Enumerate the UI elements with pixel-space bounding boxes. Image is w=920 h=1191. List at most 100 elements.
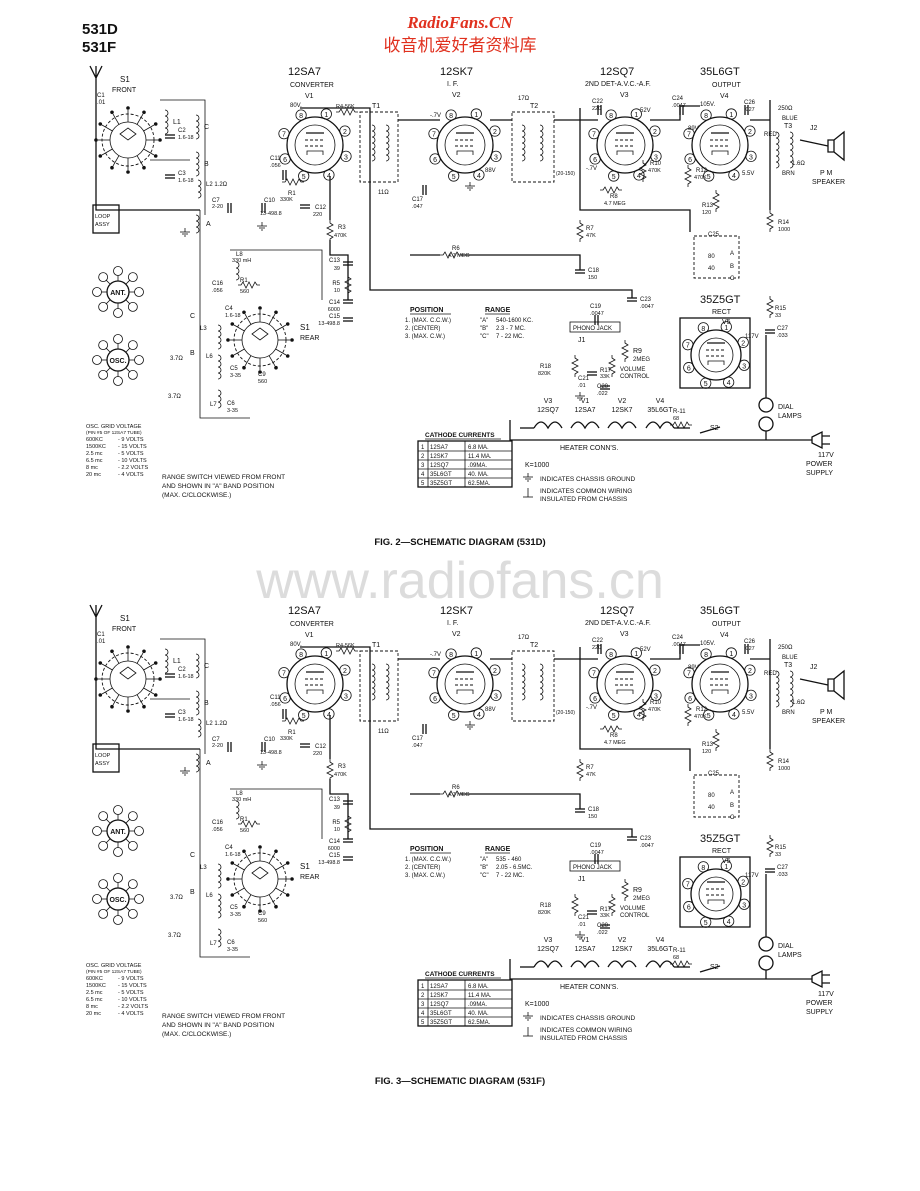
c16-label: C16 [212,820,224,826]
tube-pin-number: 8 [609,652,613,659]
c7-label: C7 [212,737,220,743]
osc-voltage-freq: 6.5 mc [86,458,103,464]
v4-ref: V4 [720,93,729,100]
c13-value: 39 [334,805,340,811]
tube-pin [323,169,335,181]
tube-pin [633,169,645,181]
v3-voltage: 52V [640,647,651,653]
tube-pin-number: 1 [724,864,728,871]
r11-value: 68 [673,416,679,422]
dial-lamp-2 [758,955,774,971]
cathode-row-index: 2 [421,993,425,999]
c20-value: .022 [597,391,608,397]
c19-label: C19 [590,304,602,310]
tube-pin-number: 4 [732,712,736,719]
resistor-r8 [600,725,622,733]
s2-switch [699,965,721,973]
tube-pin-number: 1 [324,651,328,658]
wire [461,793,581,809]
r1-value: 330K [280,197,293,203]
tube-pin [683,667,695,679]
tube-pin [605,648,617,660]
c12-value: 220 [313,212,322,218]
coil-label: C [204,663,209,670]
c27-label: C27 [777,865,789,871]
socket-pin [127,811,138,822]
t3-label: T3 [784,662,792,669]
v3-ref: V3 [620,631,629,638]
r8-value: 4.7 MEG [604,740,626,746]
osc-voltage-value: - 5 VOLTS [118,451,144,457]
capacitor-c12 [300,204,310,209]
range-row-value: 535 - 460 [496,857,522,863]
site-watermark-center: www.radiofans.cn [255,552,664,610]
osc-voltage-freq: 1500KC [86,983,106,989]
speaker-icon [827,130,845,162]
osc-voltage-freq: 600KC [86,976,103,982]
capacitor-c27 [765,868,775,873]
s1-rear-sub: REAR [300,874,319,881]
site-watermark-subtitle: 收音机爱好者资料库 [384,36,537,56]
r7-value: 47K [586,772,596,778]
r6-label: R6 [452,246,460,252]
wire [95,635,200,750]
heater-type: 12SK7 [611,407,632,414]
antenna-symbol [89,65,103,96]
r7-label: R7 [586,226,594,232]
capacitor-c21 [587,910,597,915]
ground-symbol [523,1012,533,1021]
heater-conns-label: HEATER CONN'S. [560,984,618,991]
tube-pin-number: 3 [344,693,348,700]
c26-label: C26 [744,639,756,645]
socket-pin [113,376,123,386]
cathode-currents-title: CATHODE CURRENTS [425,971,495,978]
capacitor-c24 [679,644,684,654]
c27-value: .033 [777,333,788,339]
coil-l6 [217,354,222,380]
range-row-band: "B" [480,865,488,871]
r8-value: 4.7 MEG [604,201,626,207]
socket-pin [98,369,109,380]
capacitor-c22 [597,105,602,115]
coil-t3-primary [775,670,780,708]
tube-pin-number: 6 [593,157,597,164]
c7-label: C7 [212,198,220,204]
tube-pin [490,150,502,162]
r15-value: 33 [775,852,781,858]
socket-pin [134,826,144,836]
cathode-row-tube: 12SA7 [430,445,449,451]
t2-resistance: 17Ω [518,96,530,102]
v4-role: OUTPUT [712,621,742,628]
t3-blue-lead: BLUE [782,116,798,122]
osc-voltage-freq: 6.5 mc [86,997,103,1003]
tube-pin [470,108,482,120]
cathode-row-current: 62.5MA. [468,481,491,487]
tube-pin-number: 8 [704,113,708,120]
r15-value: 33 [775,313,781,319]
c26-label: C26 [744,100,756,106]
t2-trim-label: (20-150) [556,710,575,716]
tube-pin [728,708,740,720]
t3-red-lead: RED [764,132,777,138]
coil [164,109,169,135]
c23-value: .0047 [640,304,654,310]
r6-value: 4.7 MEG [448,792,470,798]
legend-common-wiring: INDICATES COMMON WIRING [540,1027,632,1034]
t2-label: T2 [530,642,538,649]
tube-pin-number: 8 [701,865,705,872]
t1-transformer-can [359,111,399,183]
c4-label: C4 [225,306,233,312]
capacitor-c18 [575,808,585,813]
loop-assy-label: LOOP [95,214,111,220]
cathode-row-index: 5 [421,481,425,487]
c14-label: C14 [329,300,341,306]
r18-label: R18 [540,903,552,909]
c5-value: 3-35 [230,373,241,379]
range-note-line: RANGE SWITCH VIEWED FROM FRONT [162,474,285,481]
tube-pin-number: 5 [704,381,708,388]
tube-pin [473,169,485,181]
tube-pin [728,169,740,181]
resistor-r15 [766,835,774,857]
